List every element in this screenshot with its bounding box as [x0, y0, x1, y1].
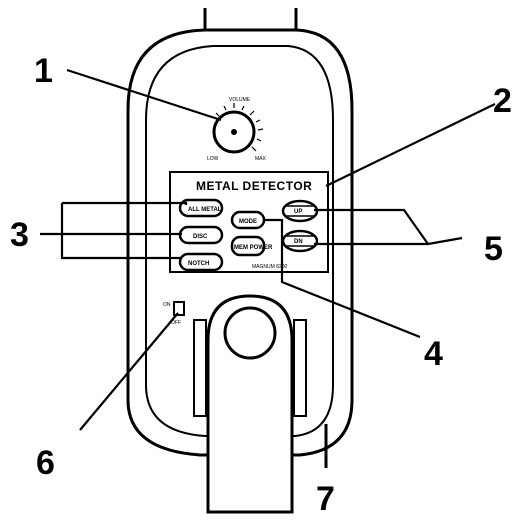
handle-tube-opening: [223, 306, 277, 360]
switch-off-label: OFF: [171, 320, 181, 326]
volume-low-label: LOW: [207, 156, 219, 162]
mem-power-label: MEM POWER: [234, 245, 273, 251]
notch-button[interactable]: NOTCH: [178, 252, 224, 272]
down-label: DN: [294, 239, 303, 245]
down-button[interactable]: DN: [281, 229, 319, 253]
mode-button[interactable]: MODE: [230, 210, 266, 230]
callout-5: 5: [484, 230, 503, 268]
top-shaft: [203, 8, 298, 32]
notch-label: NOTCH: [188, 261, 209, 267]
mode-label: MODE: [239, 219, 257, 225]
up-label: UP: [294, 209, 302, 215]
leader-lines: [40, 68, 496, 431]
all-metal-button[interactable]: ALL METAL: [178, 198, 224, 218]
volume-knob[interactable]: [212, 110, 256, 154]
volume-label: VOLUME: [229, 97, 251, 103]
callout-7: 7: [316, 480, 335, 518]
callout-3: 3: [10, 216, 29, 254]
power-switch[interactable]: [173, 301, 185, 316]
switch-on-label: ON: [163, 302, 171, 308]
model-text: MAGNUM 8200: [252, 264, 288, 270]
volume-scale: [215, 103, 264, 152]
handle-tube: [206, 294, 294, 514]
callout-4: 4: [424, 335, 443, 373]
callout-2: 2: [493, 82, 512, 120]
all-metal-label: ALL METAL: [188, 207, 222, 213]
callout-1: 1: [34, 52, 53, 90]
volume-max-label: MAX: [255, 156, 267, 162]
mem-power-button[interactable]: MEM POWER: [230, 235, 273, 257]
panel-title: METAL DETECTOR: [196, 179, 312, 193]
handle-grip-area: [193, 319, 307, 417]
disc-button[interactable]: DISC: [178, 225, 224, 245]
up-button[interactable]: UP: [281, 199, 319, 223]
callout-6: 6: [36, 444, 55, 482]
disc-label: DISC: [193, 234, 208, 240]
